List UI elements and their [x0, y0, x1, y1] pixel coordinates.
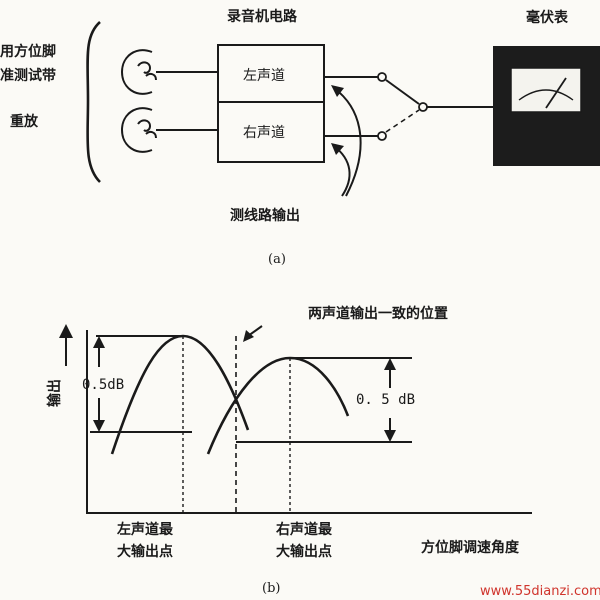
tape-label-line3: 重放: [10, 113, 39, 130]
left-peak-label-line2: 大输出点: [117, 543, 173, 560]
meter-scale: [518, 89, 574, 101]
tape-label-line1: 用方位脚: [0, 43, 56, 60]
playback-head-right: [120, 107, 157, 153]
left-peak-label-line1: 左声道最: [116, 521, 174, 538]
right-peak-label-line1: 右声道最: [275, 521, 333, 538]
meter-title: 毫伏表: [526, 9, 569, 26]
db-right-arrowhead-down: [384, 430, 396, 442]
caption-a: (a): [268, 252, 286, 267]
tape-curve: [86, 21, 101, 183]
meter-needle: [545, 77, 567, 109]
left-channel-label: 左声道: [243, 68, 285, 84]
output-arrow-1: [333, 87, 362, 197]
output-arrowhead-2: [331, 143, 344, 155]
db-right-label: 0. 5 dB: [356, 392, 415, 408]
right-channel-label: 右声道: [243, 125, 285, 141]
db-left-label: 0.5dB: [82, 377, 124, 393]
diagram-a: 用方位脚 准测试带 重放 录音机电路 左声道 右声道: [0, 8, 600, 267]
switch-blade-alt: [385, 109, 420, 133]
right-peak-label-line2: 大输出点: [276, 543, 332, 560]
x-axis-label: 方位脚调速角度: [421, 539, 520, 556]
right-channel-curve: [206, 356, 350, 455]
diagram-b: 输出 0.5dB 0. 5 dB 两声道输出一致的位置 左声道最 大输出点 右: [46, 305, 532, 596]
watermark: www.55dianzi.com: [480, 584, 600, 599]
y-axis-label: 输出: [46, 379, 63, 407]
output-label: 测线路输出: [230, 207, 300, 224]
caption-b: (b): [262, 581, 280, 596]
equal-output-annotation: 两声道输出一致的位置: [308, 305, 448, 322]
db-right-arrowhead-up: [384, 358, 396, 370]
output-arrowhead-1: [331, 85, 344, 97]
recorder-circuit-box: [217, 44, 325, 163]
switch-contact-right: [377, 131, 387, 141]
annotation-arrowhead: [243, 330, 254, 342]
switch-contact-left: [377, 72, 387, 82]
switch-blade: [385, 79, 420, 105]
switch-common: [418, 102, 428, 112]
db-left-arrowhead-down: [93, 420, 105, 432]
y-arrowhead: [59, 324, 73, 338]
db-left-arrowhead-up: [93, 336, 105, 348]
left-channel-curve: [110, 334, 250, 455]
recorder-title: 录音机电路: [227, 8, 298, 25]
playback-head-left: [120, 49, 157, 95]
tape-label-line2: 准测试带: [0, 67, 56, 84]
